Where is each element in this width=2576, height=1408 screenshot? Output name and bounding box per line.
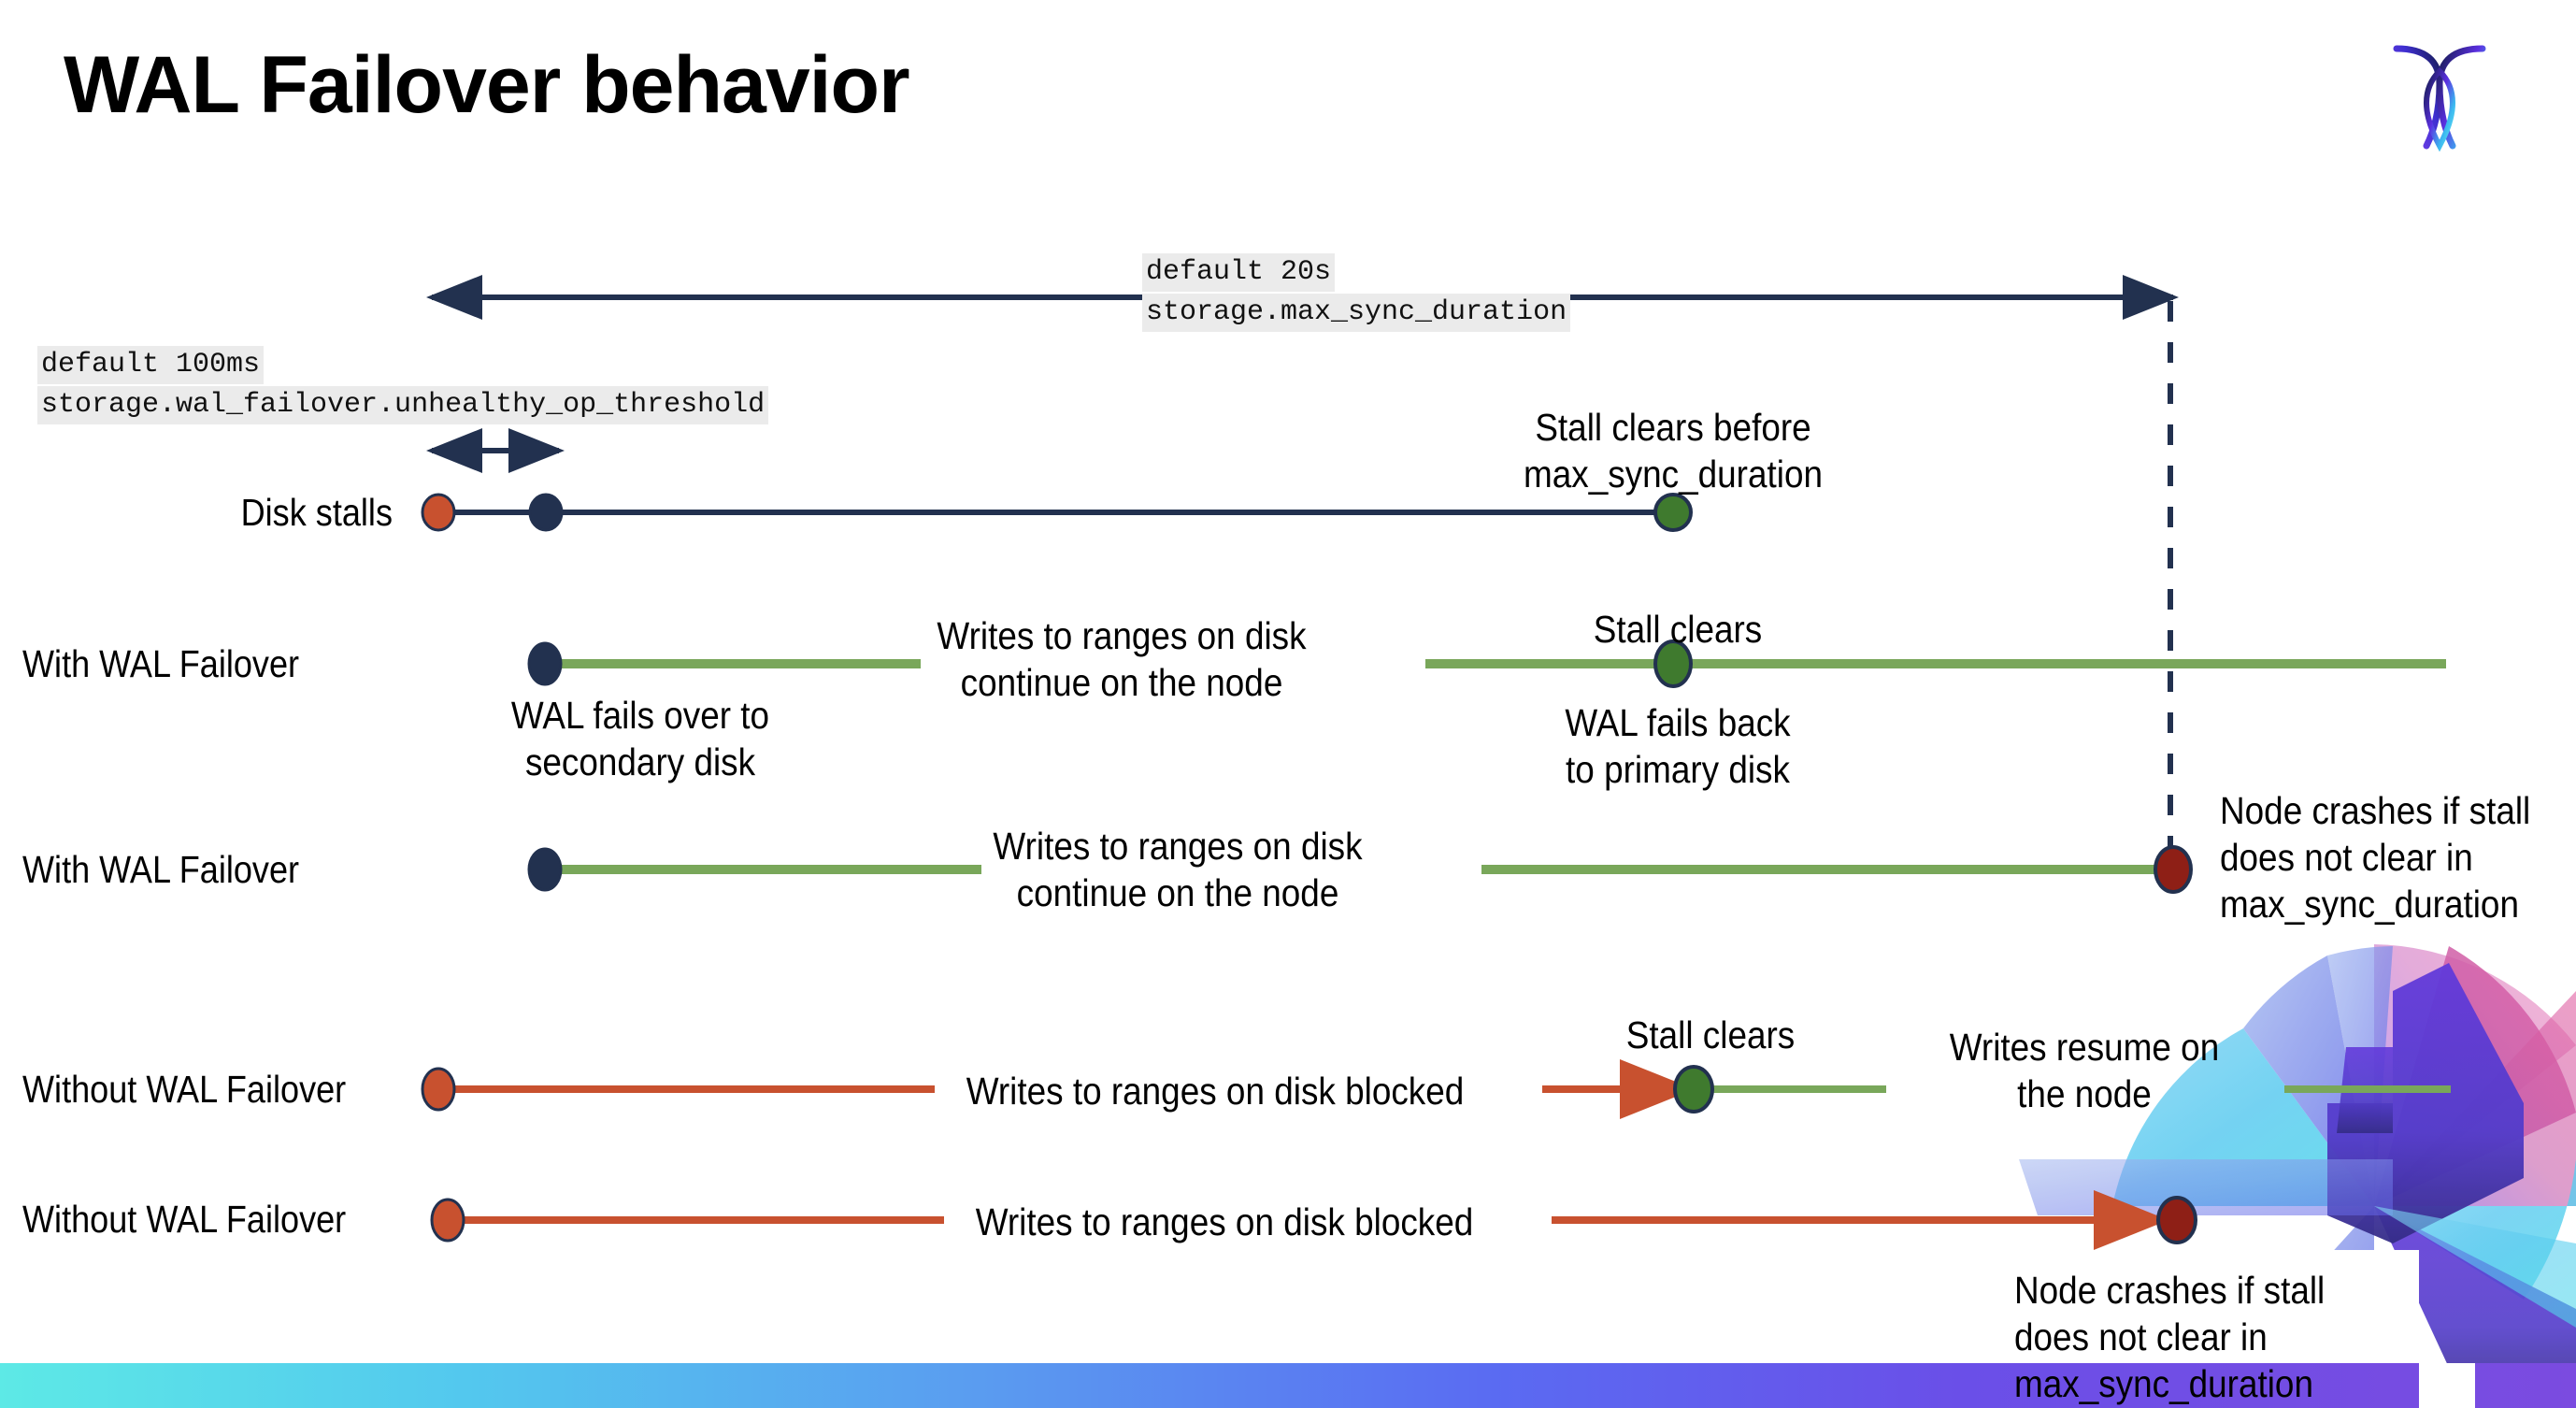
annotation-stall-clears-row2: Stall clears xyxy=(1593,608,1763,651)
bottom-bar-mask xyxy=(2419,1363,2475,1408)
page-title: WAL Failover behavior xyxy=(64,40,910,130)
max-sync-duration-setting-name: storage.max_sync_duration xyxy=(1142,294,1571,333)
annotation-wal-fails-back: WAL fails back to primary disk xyxy=(1565,701,1791,792)
max-sync-duration-default-label: default 20s xyxy=(1142,253,1336,293)
annotation-stall-clears-row4: Stall clears xyxy=(1625,1013,1796,1056)
annotation-writes-resume: Writes resume on the node xyxy=(1949,1026,2220,1116)
annotation-node-crashes-row3: Node crashes if stall does not clear in … xyxy=(2220,789,2531,927)
row-label-without-wal-failover-clears: Without WAL Failover xyxy=(22,1068,347,1111)
navy-dot-threshold-row1 xyxy=(528,493,564,532)
unhealthy-op-threshold-default-label: default 100ms xyxy=(37,346,265,385)
row-label-disk-stalls: Disk stalls xyxy=(240,491,393,534)
orange-dot-stall-start-row1 xyxy=(421,493,456,532)
annotation-node-crashes-row5: Node crashes if stall does not clear in … xyxy=(2014,1269,2326,1406)
row-label-with-wal-failover-clears: With WAL Failover xyxy=(22,642,300,685)
green-dot-stall-clears-row1 xyxy=(1653,493,1693,532)
bottom-gradient-bar xyxy=(0,1363,2576,1408)
annotation-stall-clears-before-max-sync: Stall clears before max_sync_duration xyxy=(1524,406,1823,496)
navy-dot-failover-row2 xyxy=(527,641,563,686)
annotation-wal-fails-over: WAL fails over to secondary disk xyxy=(510,694,770,784)
annotation-writes-continue-row2: Writes to ranges on disk continue on the… xyxy=(937,614,1307,705)
row-label-without-wal-failover-crash: Without WAL Failover xyxy=(22,1198,347,1241)
annotation-writes-blocked-row5: Writes to ranges on disk blocked xyxy=(975,1200,1474,1243)
orange-dot-stall-start-row5 xyxy=(430,1198,465,1243)
green-dot-stall-clears-row2 xyxy=(1653,639,1693,688)
cockroachdb-logo-icon xyxy=(2383,26,2496,157)
navy-dot-failover-row3 xyxy=(527,847,563,892)
row-label-with-wal-failover-crash: With WAL Failover xyxy=(22,848,300,891)
unhealthy-op-threshold-setting-name: storage.wal_failover.unhealthy_op_thresh… xyxy=(37,386,769,425)
dark-red-dot-node-crash-row3 xyxy=(2154,845,2193,894)
dark-red-dot-node-crash-row5 xyxy=(2156,1196,2197,1244)
annotation-writes-blocked-row4: Writes to ranges on disk blocked xyxy=(966,1070,1465,1113)
orange-dot-stall-start-row4 xyxy=(421,1067,456,1112)
annotation-writes-continue-row3: Writes to ranges on disk continue on the… xyxy=(993,825,1363,915)
decorative-fan-graphic xyxy=(2019,944,2576,1363)
green-dot-stall-clears-row4 xyxy=(1673,1065,1714,1113)
